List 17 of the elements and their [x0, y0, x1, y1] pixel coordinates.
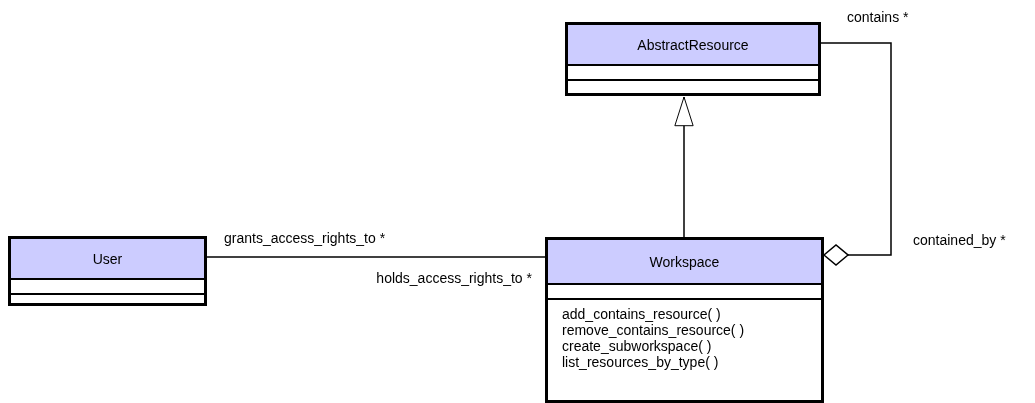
- role-label: holds_access_rights_to *: [376, 270, 532, 286]
- role-label: contained_by *: [913, 232, 1006, 248]
- class-name: Workspace: [649, 253, 720, 270]
- class-name: User: [92, 250, 123, 267]
- class-box: [8, 236, 207, 306]
- role-label: grants_access_rights_to *: [224, 230, 386, 246]
- class-box: [545, 237, 824, 403]
- association-line: [206, 256, 546, 258]
- class-name: AbstractResource: [637, 36, 749, 53]
- role-label: contains *: [847, 9, 909, 25]
- operation-text: remove_contains_resource( ): [562, 322, 746, 338]
- operation-text: add_contains_resource( ): [562, 306, 722, 322]
- operation-text: create_subworkspace( ): [562, 338, 713, 354]
- generalization-arrow: [674, 96, 694, 238]
- class-box: [565, 22, 821, 96]
- aggregation-line: [820, 42, 892, 266]
- operation-text: list_resources_by_type( ): [562, 354, 720, 370]
